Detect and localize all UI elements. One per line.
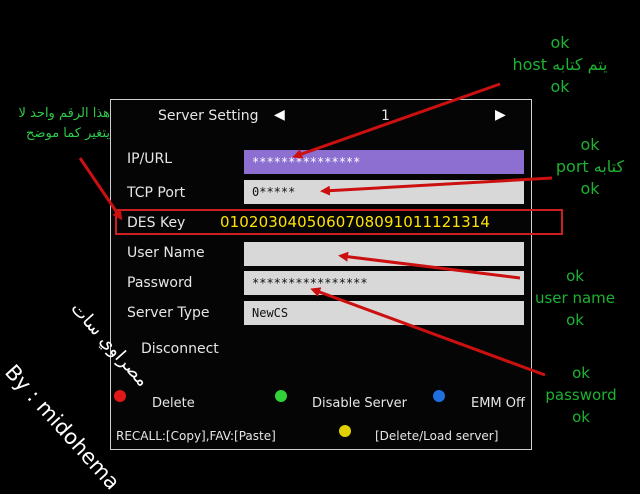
des-note-line2: يتغير كما موضح: [26, 126, 110, 141]
emm-off-button[interactable]: EMM Off: [471, 396, 525, 411]
password-input[interactable]: ****************: [244, 271, 524, 295]
password-annotation-line1: ok: [572, 364, 590, 382]
server-type-select[interactable]: NewCS: [244, 301, 524, 325]
password-annotation-line3: ok: [572, 408, 590, 426]
user-annotation: ok user name ok: [520, 265, 630, 331]
recall-hint: RECALL:[Copy],FAV:[Paste]: [116, 429, 276, 443]
next-server-icon[interactable]: ▶: [495, 107, 506, 123]
port-annotation: ok كتابه port ok: [540, 134, 640, 200]
green-button-icon: [275, 390, 287, 402]
server-type-label: Server Type: [127, 305, 210, 321]
delete-load-server-button[interactable]: [Delete/Load server]: [375, 429, 499, 443]
delete-button[interactable]: Delete: [152, 396, 195, 411]
user-name-input[interactable]: [244, 242, 524, 266]
host-annotation-line3: ok: [550, 77, 570, 96]
red-button-icon: [114, 390, 126, 402]
password-annotation-line2: password: [545, 386, 617, 404]
user-annotation-line1: ok: [566, 267, 584, 285]
server-number: 1: [381, 108, 390, 124]
disconnect-button[interactable]: Disconnect: [141, 341, 219, 357]
password-label: Password: [127, 275, 193, 291]
host-annotation: ok يتم كتابه host ok: [495, 32, 625, 98]
host-annotation-line1: ok: [550, 33, 570, 52]
des-note-line1: هذا الرقم واحد لا: [18, 106, 110, 121]
user-annotation-line2: user name: [534, 289, 616, 307]
port-annotation-line1: ok: [580, 135, 600, 154]
user-name-label: User Name: [127, 245, 205, 261]
tcp-port-label: TCP Port: [127, 185, 186, 201]
user-annotation-line3: ok: [566, 311, 584, 329]
panel-header: Server Setting ◀ 1 ▶: [111, 100, 531, 134]
disable-server-button[interactable]: Disable Server: [312, 396, 407, 411]
des-key-label: DES Key: [127, 215, 186, 231]
prev-server-icon[interactable]: ◀: [274, 107, 285, 123]
blue-button-icon: [433, 390, 445, 402]
panel-title: Server Setting: [158, 108, 259, 124]
yellow-button-icon: [339, 425, 351, 437]
des-key-highlight-box: [115, 209, 563, 235]
des-note-annotation: هذا الرقم واحد لا يتغير كما موضح: [4, 104, 110, 144]
port-annotation-line3: ok: [580, 179, 600, 198]
tcp-port-input[interactable]: 0*****: [244, 180, 524, 204]
host-annotation-line2: يتم كتابه host: [512, 55, 608, 74]
ip-url-input[interactable]: ***************: [244, 150, 524, 174]
des-key-value[interactable]: 0102030405060708091011121314: [220, 213, 491, 231]
password-annotation: ok password ok: [528, 362, 634, 428]
server-setting-panel: Server Setting ◀ 1 ▶ IP/URL ************…: [110, 99, 532, 450]
ip-url-label: IP/URL: [127, 151, 173, 167]
port-annotation-line2: كتابه port: [555, 157, 625, 176]
watermark-by: By : midohema: [0, 360, 125, 494]
